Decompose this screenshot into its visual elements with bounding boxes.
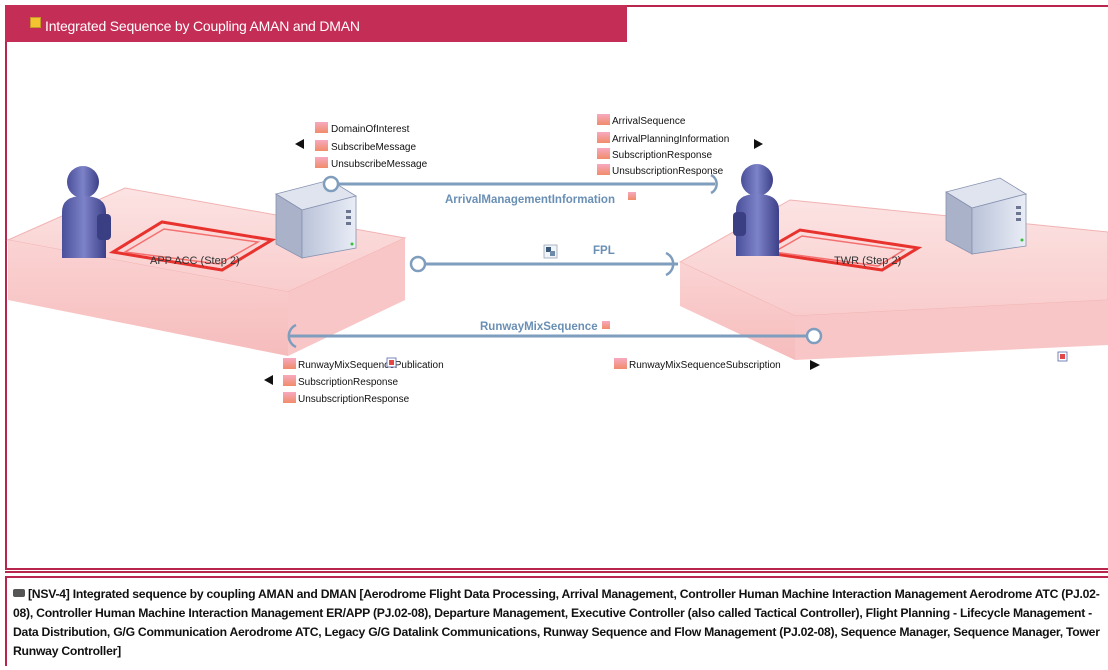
diagram-icon	[30, 17, 41, 28]
message-label: SubscriptionResponse	[298, 377, 398, 388]
direction-arrow-icon	[295, 139, 304, 149]
message-label: RunwayMixSequencePublication	[298, 360, 444, 371]
message-icon	[628, 192, 636, 200]
small-marker-icon	[386, 357, 397, 368]
message-icon	[602, 321, 610, 329]
message-label: UnsubscriptionResponse	[612, 166, 724, 177]
direction-arrow-icon	[264, 375, 273, 385]
message-label: UnsubscriptionResponse	[298, 394, 410, 405]
node-platform-left	[6, 187, 407, 356]
message-icon	[597, 114, 610, 125]
flow-label-runway: RunwayMixSequence	[480, 321, 598, 333]
diagram-title: Integrated Sequence by Coupling AMAN and…	[45, 18, 360, 34]
message-icon	[597, 132, 610, 143]
message-group-top-left: DomainOfInterest SubscribeMessage Unsubs…	[295, 122, 428, 170]
flow-runway[interactable]	[287, 321, 823, 349]
person-icon	[733, 164, 779, 256]
flow-label-arrival: ArrivalManagementInformation	[445, 194, 615, 206]
message-icon	[315, 122, 328, 133]
legend-box	[5, 576, 1108, 666]
legend-text: [NSV-4] Integrated sequence by coupling …	[13, 587, 1100, 658]
flow-label-fpl: FPL	[593, 245, 615, 257]
message-group-bottom-left: RunwayMixSequencePublication Subscriptio…	[264, 357, 444, 405]
server-icon	[944, 177, 1028, 255]
fpl-icon	[543, 244, 558, 259]
direction-arrow-icon	[810, 360, 820, 370]
legend: [NSV-4] Integrated sequence by coupling …	[13, 585, 1103, 661]
message-label: ArrivalPlanningInformation	[612, 134, 729, 145]
message-label: ArrivalSequence	[612, 116, 686, 127]
message-label: RunwayMixSequenceSubscription	[629, 360, 781, 371]
message-icon	[315, 157, 328, 168]
diagram-canvas: APP ACC (Step 2) TWR (Step 2)	[6, 114, 1108, 405]
message-group-bottom-right: RunwayMixSequenceSubscription	[614, 358, 820, 371]
message-icon	[283, 375, 296, 386]
message-icon	[283, 358, 296, 369]
message-label: SubscriptionResponse	[612, 150, 712, 161]
person-icon	[62, 166, 111, 258]
small-marker-icon	[1057, 351, 1068, 362]
message-icon	[283, 392, 296, 403]
server-icon	[274, 179, 358, 259]
frame-divider	[5, 571, 1108, 573]
message-icon	[315, 140, 328, 151]
message-label: SubscribeMessage	[331, 142, 416, 153]
message-icon	[597, 164, 610, 175]
message-label: DomainOfInterest	[331, 124, 410, 135]
flow-fpl[interactable]	[409, 244, 678, 277]
message-icon	[614, 358, 627, 369]
direction-arrow-icon	[754, 139, 763, 149]
node-label-left: APP ACC (Step 2)	[150, 255, 240, 267]
legend-icon	[13, 589, 25, 597]
flow-arrival[interactable]	[322, 173, 718, 200]
message-label: UnsubscribeMessage	[331, 159, 428, 170]
message-group-top-right: ArrivalSequence ArrivalPlanningInformati…	[597, 114, 763, 177]
title-tab	[5, 5, 627, 42]
node-label-right: TWR (Step 2)	[834, 255, 901, 267]
message-icon	[597, 148, 610, 159]
